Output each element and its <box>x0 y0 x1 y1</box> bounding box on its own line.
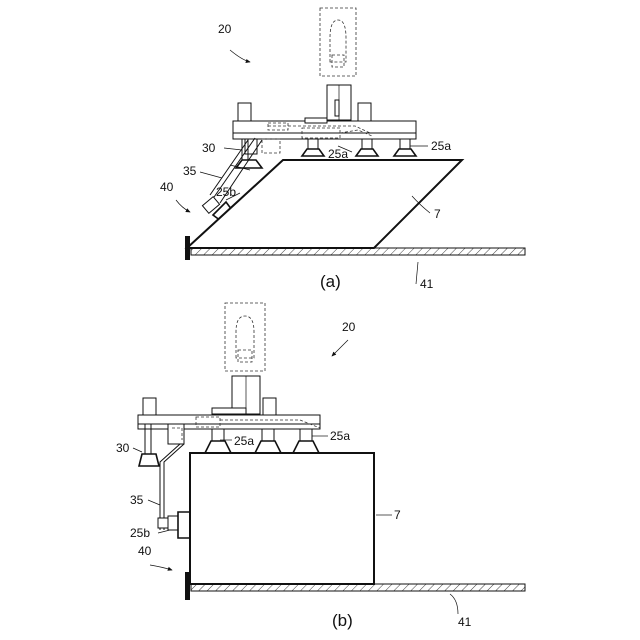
label-link-b: 35 <box>130 493 144 507</box>
suction-pads-upper-b <box>205 429 319 453</box>
label-robot-a: 20 <box>218 22 232 36</box>
label-device-b: 40 <box>138 544 152 558</box>
label-object-b: 7 <box>394 508 401 522</box>
object-b <box>190 453 374 584</box>
label-robot-b: 20 <box>342 320 356 334</box>
arm-b <box>139 424 159 466</box>
label-device-a: 40 <box>160 180 174 194</box>
label-arm-b: 30 <box>116 441 130 455</box>
robot-column-a <box>327 85 351 120</box>
hand-frame-b <box>138 398 320 444</box>
label-suction-upper-right-b: 25a <box>330 429 350 443</box>
robot-wrist-a <box>320 8 356 76</box>
label-object-a: 7 <box>434 207 441 221</box>
suction-pads-upper-a <box>302 139 416 156</box>
label-arm-a: 30 <box>202 141 216 155</box>
panel-a: 20 25a 25a 30 35 40 25b 7 41 (a) <box>160 8 525 291</box>
label-suction-upper-b: 25a <box>234 434 254 448</box>
hand-frame-a <box>233 103 416 139</box>
label-floor-a: 41 <box>420 277 434 291</box>
label-suction-side-a: 25b <box>216 185 236 199</box>
caption-b: (b) <box>332 611 353 630</box>
panel-b: 20 25a 25a 30 35 40 25b 7 41 (b) <box>116 303 525 630</box>
label-floor-b: 41 <box>458 615 472 629</box>
label-suction-upper-a: 25a <box>328 147 348 161</box>
robot-wrist-b <box>225 303 265 371</box>
bracket-a <box>236 139 280 168</box>
robot-column-b <box>212 376 260 414</box>
label-link-a: 35 <box>183 164 197 178</box>
suction-pad-side-b <box>168 512 190 538</box>
label-suction-side-b: 25b <box>130 526 150 540</box>
label-suction-upper-right-a: 25a <box>431 139 451 153</box>
caption-a: (a) <box>320 272 341 291</box>
